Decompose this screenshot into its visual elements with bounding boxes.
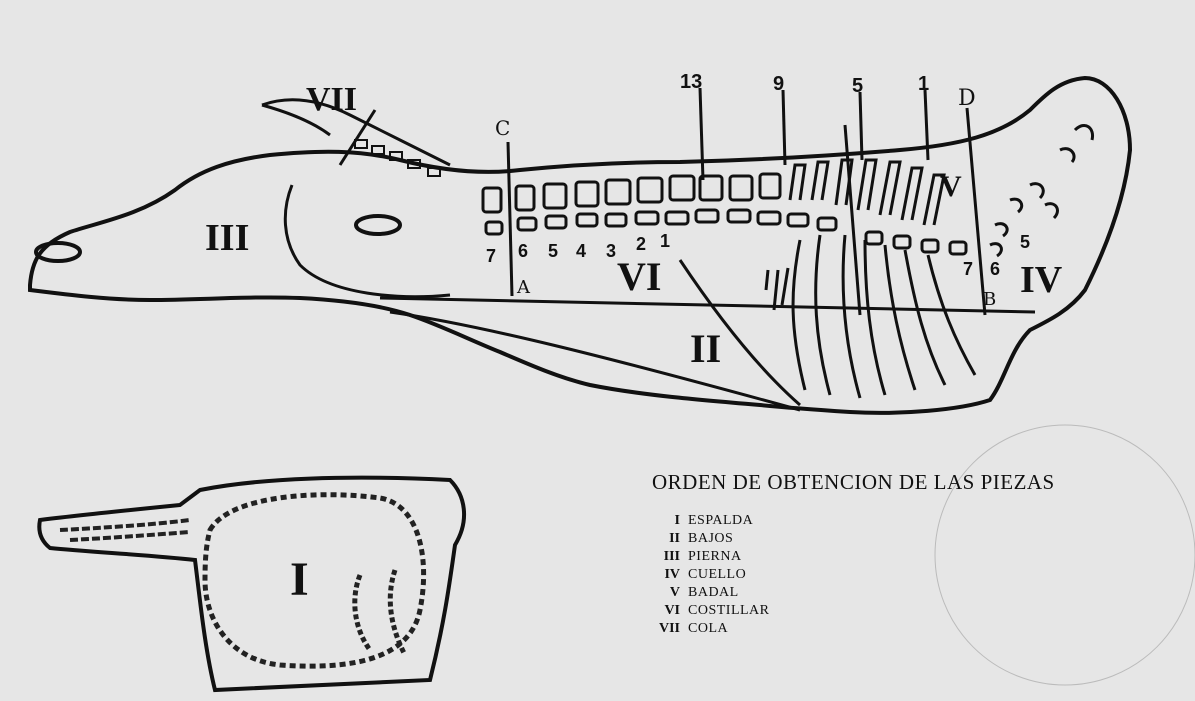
legend-item: VI COSTILLAR bbox=[630, 602, 770, 620]
legend-list: I ESPALDA II BAJOS III PIERNA IV CUELLO … bbox=[630, 512, 770, 638]
vertebra-number: 5 bbox=[548, 241, 558, 261]
legend-code: I bbox=[630, 512, 688, 530]
neck-bones bbox=[990, 125, 1093, 256]
vertebra-number: 3 bbox=[606, 241, 616, 261]
top-numbers: 13 9 5 1 bbox=[680, 71, 929, 97]
belly-band bbox=[390, 312, 800, 410]
region-label-I: I bbox=[290, 553, 309, 606]
legend-name: COLA bbox=[688, 620, 728, 638]
top-number: 5 bbox=[852, 75, 863, 97]
pelvis-oval bbox=[356, 216, 400, 234]
vertebrae-upper bbox=[483, 174, 780, 212]
vertebra-number: 4 bbox=[576, 241, 586, 261]
legend-item: III PIERNA bbox=[630, 548, 770, 566]
legend-code: V bbox=[630, 584, 688, 602]
legend-item: VII COLA bbox=[630, 620, 770, 638]
pelvis-curve bbox=[285, 185, 450, 297]
legend-name: BADAL bbox=[688, 584, 739, 602]
legend-name: BAJOS bbox=[688, 530, 733, 548]
legend-item: I ESPALDA bbox=[630, 512, 770, 530]
vertebra-number: 6 bbox=[518, 241, 528, 261]
shoulder-bone-shading bbox=[60, 520, 190, 540]
vertebra-number: 1 bbox=[660, 231, 670, 251]
ribs bbox=[793, 235, 975, 398]
legend-code: VI bbox=[630, 602, 688, 620]
cut-label-C: C bbox=[495, 116, 510, 140]
cut-label-D: D bbox=[958, 86, 976, 111]
cut-line-C bbox=[508, 142, 512, 296]
vertebra-number: 7 bbox=[486, 246, 496, 266]
region-label-III: III bbox=[205, 217, 249, 259]
top-number: 9 bbox=[773, 73, 784, 95]
legend-item: II BAJOS bbox=[630, 530, 770, 548]
region-label-II: II bbox=[690, 326, 721, 371]
top-number: 13 bbox=[680, 71, 702, 93]
vertebra-number: 7 bbox=[963, 259, 973, 279]
region-label-VI: VI bbox=[617, 254, 661, 299]
legend-code: II bbox=[630, 530, 688, 548]
legend-title: ORDEN DE OBTENCION DE LAS PIEZAS bbox=[652, 470, 1055, 495]
cut-label-A: A bbox=[516, 277, 531, 298]
legend-name: COSTILLAR bbox=[688, 602, 770, 620]
region-label-VII: VII bbox=[306, 81, 357, 118]
legend-name: CUELLO bbox=[688, 566, 746, 584]
legend-code: III bbox=[630, 548, 688, 566]
legend-code: VII bbox=[630, 620, 688, 638]
vertebra-number: 2 bbox=[636, 234, 646, 254]
top-number: 1 bbox=[918, 73, 929, 95]
vertebra-number: 5 bbox=[1020, 232, 1030, 252]
shoulder-inner-shading bbox=[355, 570, 405, 655]
legend-item: IV CUELLO bbox=[630, 566, 770, 584]
faint-circle-artifact bbox=[935, 425, 1195, 685]
legend-code: IV bbox=[630, 566, 688, 584]
legend-item: V BADAL bbox=[630, 584, 770, 602]
vertebra-number: 6 bbox=[990, 259, 1000, 279]
region-label-V: V bbox=[940, 170, 962, 203]
hash-marks bbox=[766, 268, 788, 310]
legend-name: ESPALDA bbox=[688, 512, 753, 530]
spinous-processes bbox=[790, 160, 944, 225]
legend-name: PIERNA bbox=[688, 548, 742, 566]
region-label-IV: IV bbox=[1020, 259, 1063, 301]
cut-label-B: B bbox=[983, 289, 996, 310]
